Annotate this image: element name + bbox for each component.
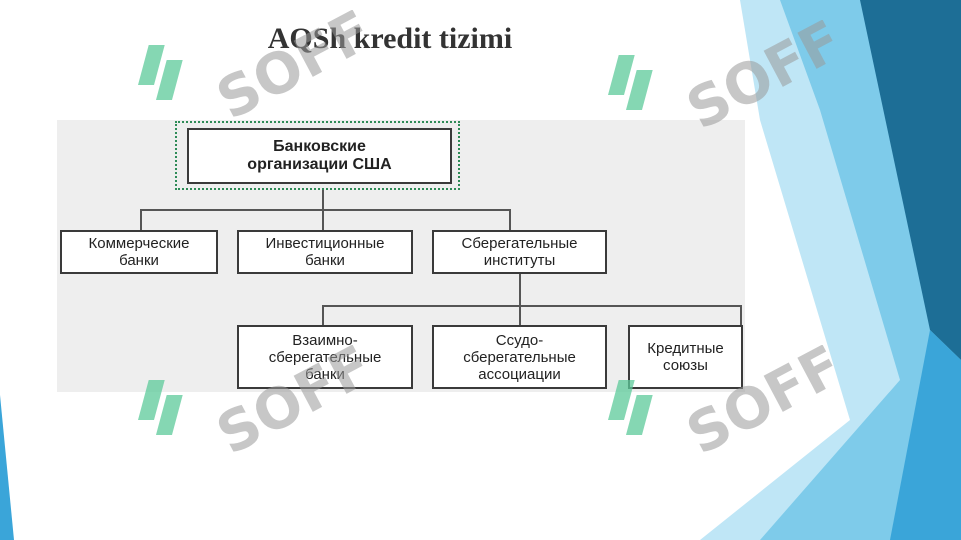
watermark-text: SOFF	[677, 345, 850, 468]
connector	[519, 305, 521, 325]
connector	[519, 274, 521, 306]
watermark-text: SOFF	[677, 20, 850, 143]
left-bottom-corner	[0, 395, 14, 540]
connector	[322, 188, 324, 210]
watermark-text: SOFF	[207, 10, 380, 133]
root-selection-frame	[175, 121, 460, 190]
connector	[740, 305, 742, 325]
slide-title: AQSh kredit tizimi	[267, 22, 513, 55]
connector	[322, 305, 324, 325]
node-mutual-savings-banks: Взаимно- сберегательные банки	[237, 325, 413, 389]
node-savings-institutions: Сберегательные институты	[432, 230, 607, 274]
node-commercial-banks: Коммерческие банки	[60, 230, 218, 274]
connector	[140, 209, 511, 211]
node-investment-banks: Инвестиционные банки	[237, 230, 413, 274]
org-chart: Банковские организации США Коммерческие …	[57, 120, 745, 392]
node-banking-organizations: Банковские организации США	[187, 128, 452, 184]
right-blue-panel	[890, 330, 961, 540]
node-savings-loan-associations: Ссудо- сберегательные ассоциации	[432, 325, 607, 389]
watermark-logo: SOFF	[608, 345, 850, 468]
right-dark-panel	[860, 0, 961, 360]
watermark-logo: SOFF	[138, 10, 380, 133]
watermark-logo: SOFF	[608, 20, 850, 143]
connector	[509, 209, 511, 230]
watermark-text: SOFF	[207, 345, 380, 468]
watermark-logo: SOFF	[138, 345, 380, 468]
connector	[322, 305, 742, 307]
node-credit-unions: Кредитные союзы	[628, 325, 743, 389]
connector	[322, 209, 324, 230]
connector	[140, 209, 142, 230]
